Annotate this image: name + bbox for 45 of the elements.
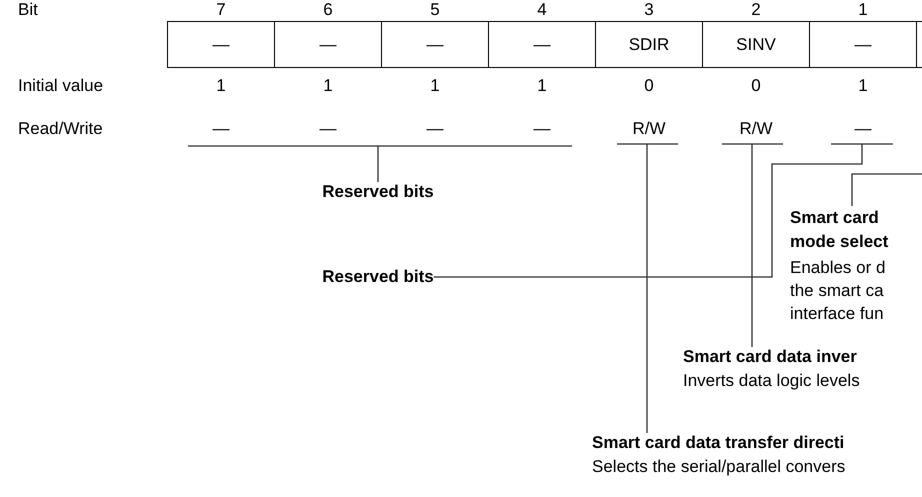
initial-value: 1 <box>323 76 333 96</box>
access-value: R/W <box>739 119 773 139</box>
leader-line <box>187 145 573 183</box>
register-cell: — <box>167 21 275 68</box>
callout-text: Reserved bits <box>322 267 434 287</box>
leader-line <box>433 143 894 278</box>
field-name: Smart card data transfer directi <box>592 433 846 453</box>
row-label: Read/Write <box>18 119 103 139</box>
bit-number: 5 <box>430 0 440 20</box>
register-cell: — <box>274 21 382 68</box>
bit-number: 7 <box>216 0 226 20</box>
leader-line <box>721 143 784 348</box>
field-description: Enables or d the smart ca interface fun <box>790 257 886 325</box>
access-value: — <box>534 119 550 139</box>
bit-number: 6 <box>323 0 333 20</box>
initial-value: 1 <box>216 76 226 96</box>
register-cell: — <box>381 21 489 68</box>
register-cell: SINV <box>702 21 810 68</box>
register-cell: — <box>809 21 917 68</box>
row-label: Bit <box>18 0 38 20</box>
leader-line <box>851 173 922 206</box>
field-name: Smart card mode select <box>790 207 890 253</box>
field-description: Inverts data logic levels <box>683 370 860 392</box>
initial-value: 1 <box>430 76 440 96</box>
register-cell: SDIR <box>595 21 703 68</box>
access-value: — <box>212 119 230 139</box>
field-name: Smart card data inver <box>683 347 858 367</box>
register-cell <box>916 21 922 68</box>
access-value: R/W <box>632 119 666 139</box>
access-value: — <box>854 119 872 139</box>
field-description: Selects the serial/parallel convers <box>592 456 846 478</box>
initial-value: 1 <box>858 76 868 96</box>
bit-number: 2 <box>751 0 761 20</box>
access-value: — <box>320 119 336 139</box>
register-cell: — <box>488 21 596 68</box>
initial-value: 0 <box>644 76 654 96</box>
leader-line <box>616 143 679 434</box>
initial-value: 1 <box>537 76 547 96</box>
bit-number: 3 <box>644 0 654 20</box>
access-value: — <box>426 119 444 139</box>
initial-value: 0 <box>751 76 761 96</box>
bit-number: 1 <box>858 0 868 20</box>
row-label: Initial value <box>18 76 104 96</box>
callout-text: Reserved bits <box>322 182 434 202</box>
bit-number: 4 <box>537 0 547 20</box>
